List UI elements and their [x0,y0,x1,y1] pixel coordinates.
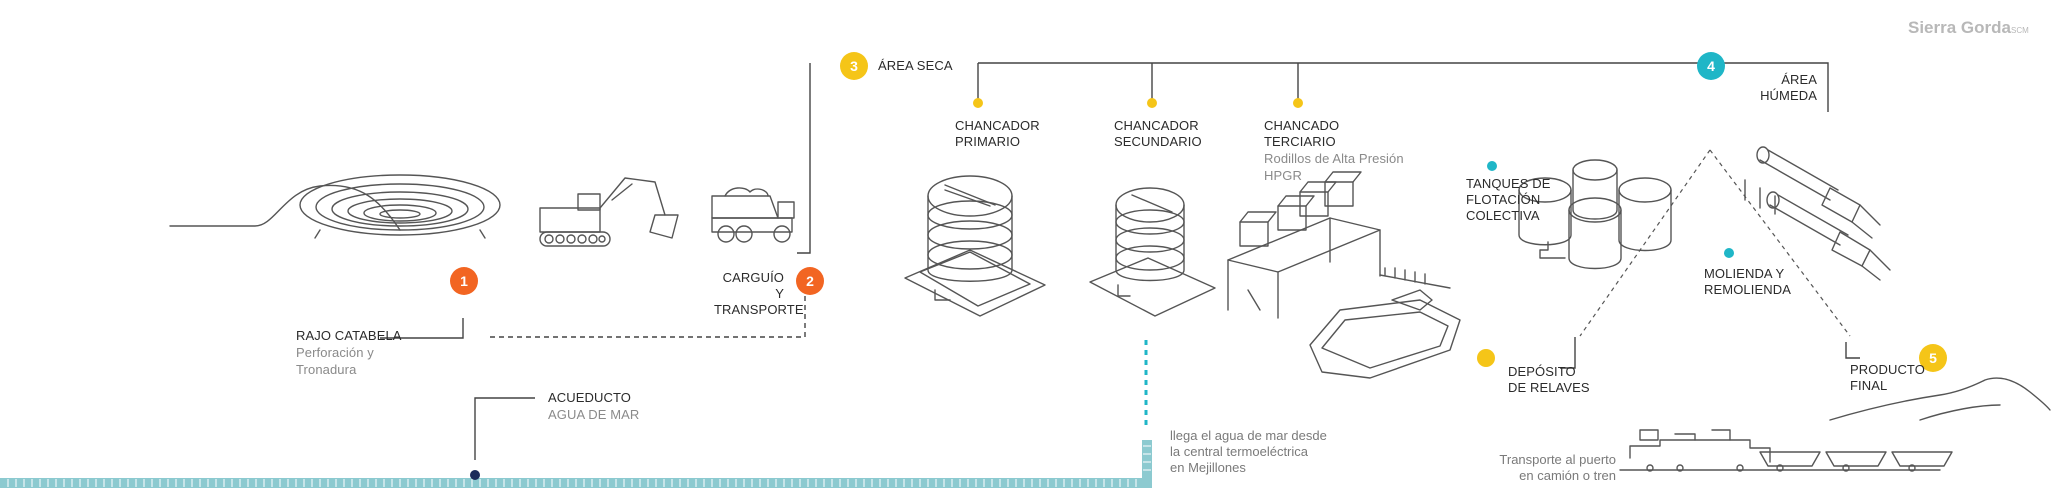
seawater-note-line-3: en Mejillones [1170,460,1246,475]
transport-note-line-2: en camión o tren [1519,468,1616,483]
secondary-crusher-illustration [1089,187,1216,317]
final-product-pile-illustration [1829,377,2051,421]
step-2-label: CARGUÍO Y TRANSPORTE [714,270,804,318]
primary-crusher-label: CHANCADOR PRIMARIO [955,118,1040,150]
step-1-badge: 1 [450,267,478,295]
grinding-mills-illustration [1744,146,1891,281]
tertiary-crusher-sub-1: Rodillos de Alta Presión [1264,151,1404,166]
grinding-line-1: MOLIENDA Y [1704,266,1785,281]
aqueduct-label: ACUEDUCTO AGUA DE MAR [548,390,639,423]
step-3-label: ÁREA SECA [878,58,953,73]
seawater-note-line-2: la central termoeléctrica [1170,444,1308,459]
tertiary-crusher-label: CHANCADO TERCIARIO Rodillos de Alta Pres… [1264,118,1404,184]
step-1-sub-line-1: Perforación y [296,345,374,360]
secondary-crusher-line-2: SECUNDARIO [1114,134,1202,149]
stockpile-illustration [1309,267,1461,379]
step-2-badge: 2 [796,267,824,295]
train-illustration [1619,429,1953,472]
step-5-badge: 5 [1919,344,1947,372]
step-5-title-line-2: FINAL [1850,378,1888,393]
primary-crusher-illustration [904,175,1046,317]
step-4-badge: 4 [1697,52,1725,80]
transport-note-line-1: Transporte al puerto [1499,452,1616,467]
aqueduct-sub: AGUA DE MAR [548,407,640,422]
tailings-dot [1477,349,1495,367]
flotation-label: TANQUES DE FLOTACIÓN COLECTIVA [1466,176,1551,224]
flotation-line-1: TANQUES DE [1466,176,1551,191]
aqueduct-junction-dot [470,470,480,480]
step-4-label: ÁREA HÚMEDA [1745,72,1817,104]
step-5-title-line-1: PRODUCTO [1850,362,1925,377]
brand-suffix: SCM [2011,26,2029,35]
secondary-crusher-line-1: CHANCADOR [1114,118,1199,133]
grinding-label: MOLIENDA Y REMOLIENDA [1704,266,1791,298]
primary-crusher-dot [973,98,983,108]
seawater-note-line-1: llega el agua de mar desde [1170,428,1327,443]
tertiary-crusher-dot [1293,98,1303,108]
flotation-tanks-illustration [1518,159,1672,270]
tailings-line-1: DEPÓSITO [1508,364,1576,379]
secondary-crusher-dot [1147,98,1157,108]
seawater-note: llega el agua de mar desde la central te… [1170,428,1327,476]
step-4-title-line-1: ÁREA [1781,72,1817,87]
tailings-label: DEPÓSITO DE RELAVES [1508,364,1590,396]
primary-crusher-line-2: PRIMARIO [955,134,1021,149]
secondary-crusher-label: CHANCADOR SECUNDARIO [1114,118,1202,150]
tertiary-crusher-sub-2: HPGR [1264,168,1302,183]
grinding-line-2: REMOLIENDA [1704,282,1791,297]
step-1-title: RAJO CATABELA [296,328,402,343]
tailings-line-2: DE RELAVES [1508,380,1590,395]
tertiary-crusher-line-2: TERCIARIO [1264,134,1336,149]
step-1-label: RAJO CATABELA Perforación y Tronadura [296,328,402,378]
step-4-title-line-2: HÚMEDA [1760,88,1817,103]
step-3-badge: 3 [840,52,868,80]
grinding-dot [1724,248,1734,258]
hpgr-rollers-illustration [1227,171,1381,319]
step-2-title-line-2: TRANSPORTE [714,302,804,317]
haul-truck-illustration [711,187,795,243]
aqueduct-title: ACUEDUCTO [548,390,632,405]
step-2-title-line-1: CARGUÍO Y [722,270,784,301]
flotation-line-2: FLOTACIÓN [1466,192,1541,207]
brand-logo: Sierra GordaSCM [1908,18,2029,38]
flotation-dot [1487,161,1497,171]
step-5-label: PRODUCTO FINAL [1850,362,1925,394]
primary-crusher-line-1: CHANCADOR [955,118,1040,133]
brand-name: Sierra Gorda [1908,18,2011,37]
open-pit-illustration [169,174,501,239]
flotation-line-3: COLECTIVA [1466,208,1540,223]
tertiary-crusher-line-1: CHANCADO [1264,118,1340,133]
step-1-sub-line-2: Tronadura [296,362,357,377]
transport-note: Transporte al puerto en camión o tren [1488,452,1616,484]
excavator-illustration [539,177,679,247]
